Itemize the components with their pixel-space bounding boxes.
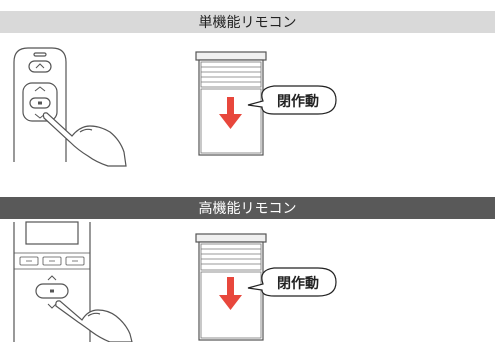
- remote-display: [25, 221, 79, 245]
- up-button: [28, 60, 52, 73]
- callout-label: 閉作動: [277, 93, 319, 110]
- callout-label: 閉作動: [277, 275, 319, 292]
- remote-top-buttons: [19, 256, 85, 266]
- multi-function-remote: [13, 221, 91, 342]
- single-function-illustration: 閉作動: [13, 47, 337, 167]
- chevron-up-icon: [47, 275, 57, 281]
- stop-button: [35, 283, 69, 299]
- close-operation-callout: 閉作動: [247, 267, 337, 297]
- arrow-down-icon: [219, 97, 242, 129]
- arrow-down-icon: [219, 277, 242, 310]
- window-shutter-diagram: [195, 233, 267, 341]
- stop-button: [29, 97, 51, 109]
- chevron-down-icon: [47, 303, 57, 309]
- hand-pressing-down: [42, 112, 127, 167]
- single-function-remote: [13, 47, 67, 162]
- multi-function-illustration: 閉作動: [13, 221, 337, 342]
- hand-pressing-down: [55, 300, 133, 342]
- section-title-single-function: 単機能リモコン: [0, 11, 495, 33]
- window-shutter-diagram: [195, 51, 267, 156]
- chevron-up-icon: [34, 86, 46, 92]
- remote-indicator: [33, 52, 47, 57]
- button-panel: [22, 82, 58, 122]
- section-title-multi-function: 高機能リモコン: [0, 197, 495, 219]
- close-operation-callout: 閉作動: [247, 85, 337, 115]
